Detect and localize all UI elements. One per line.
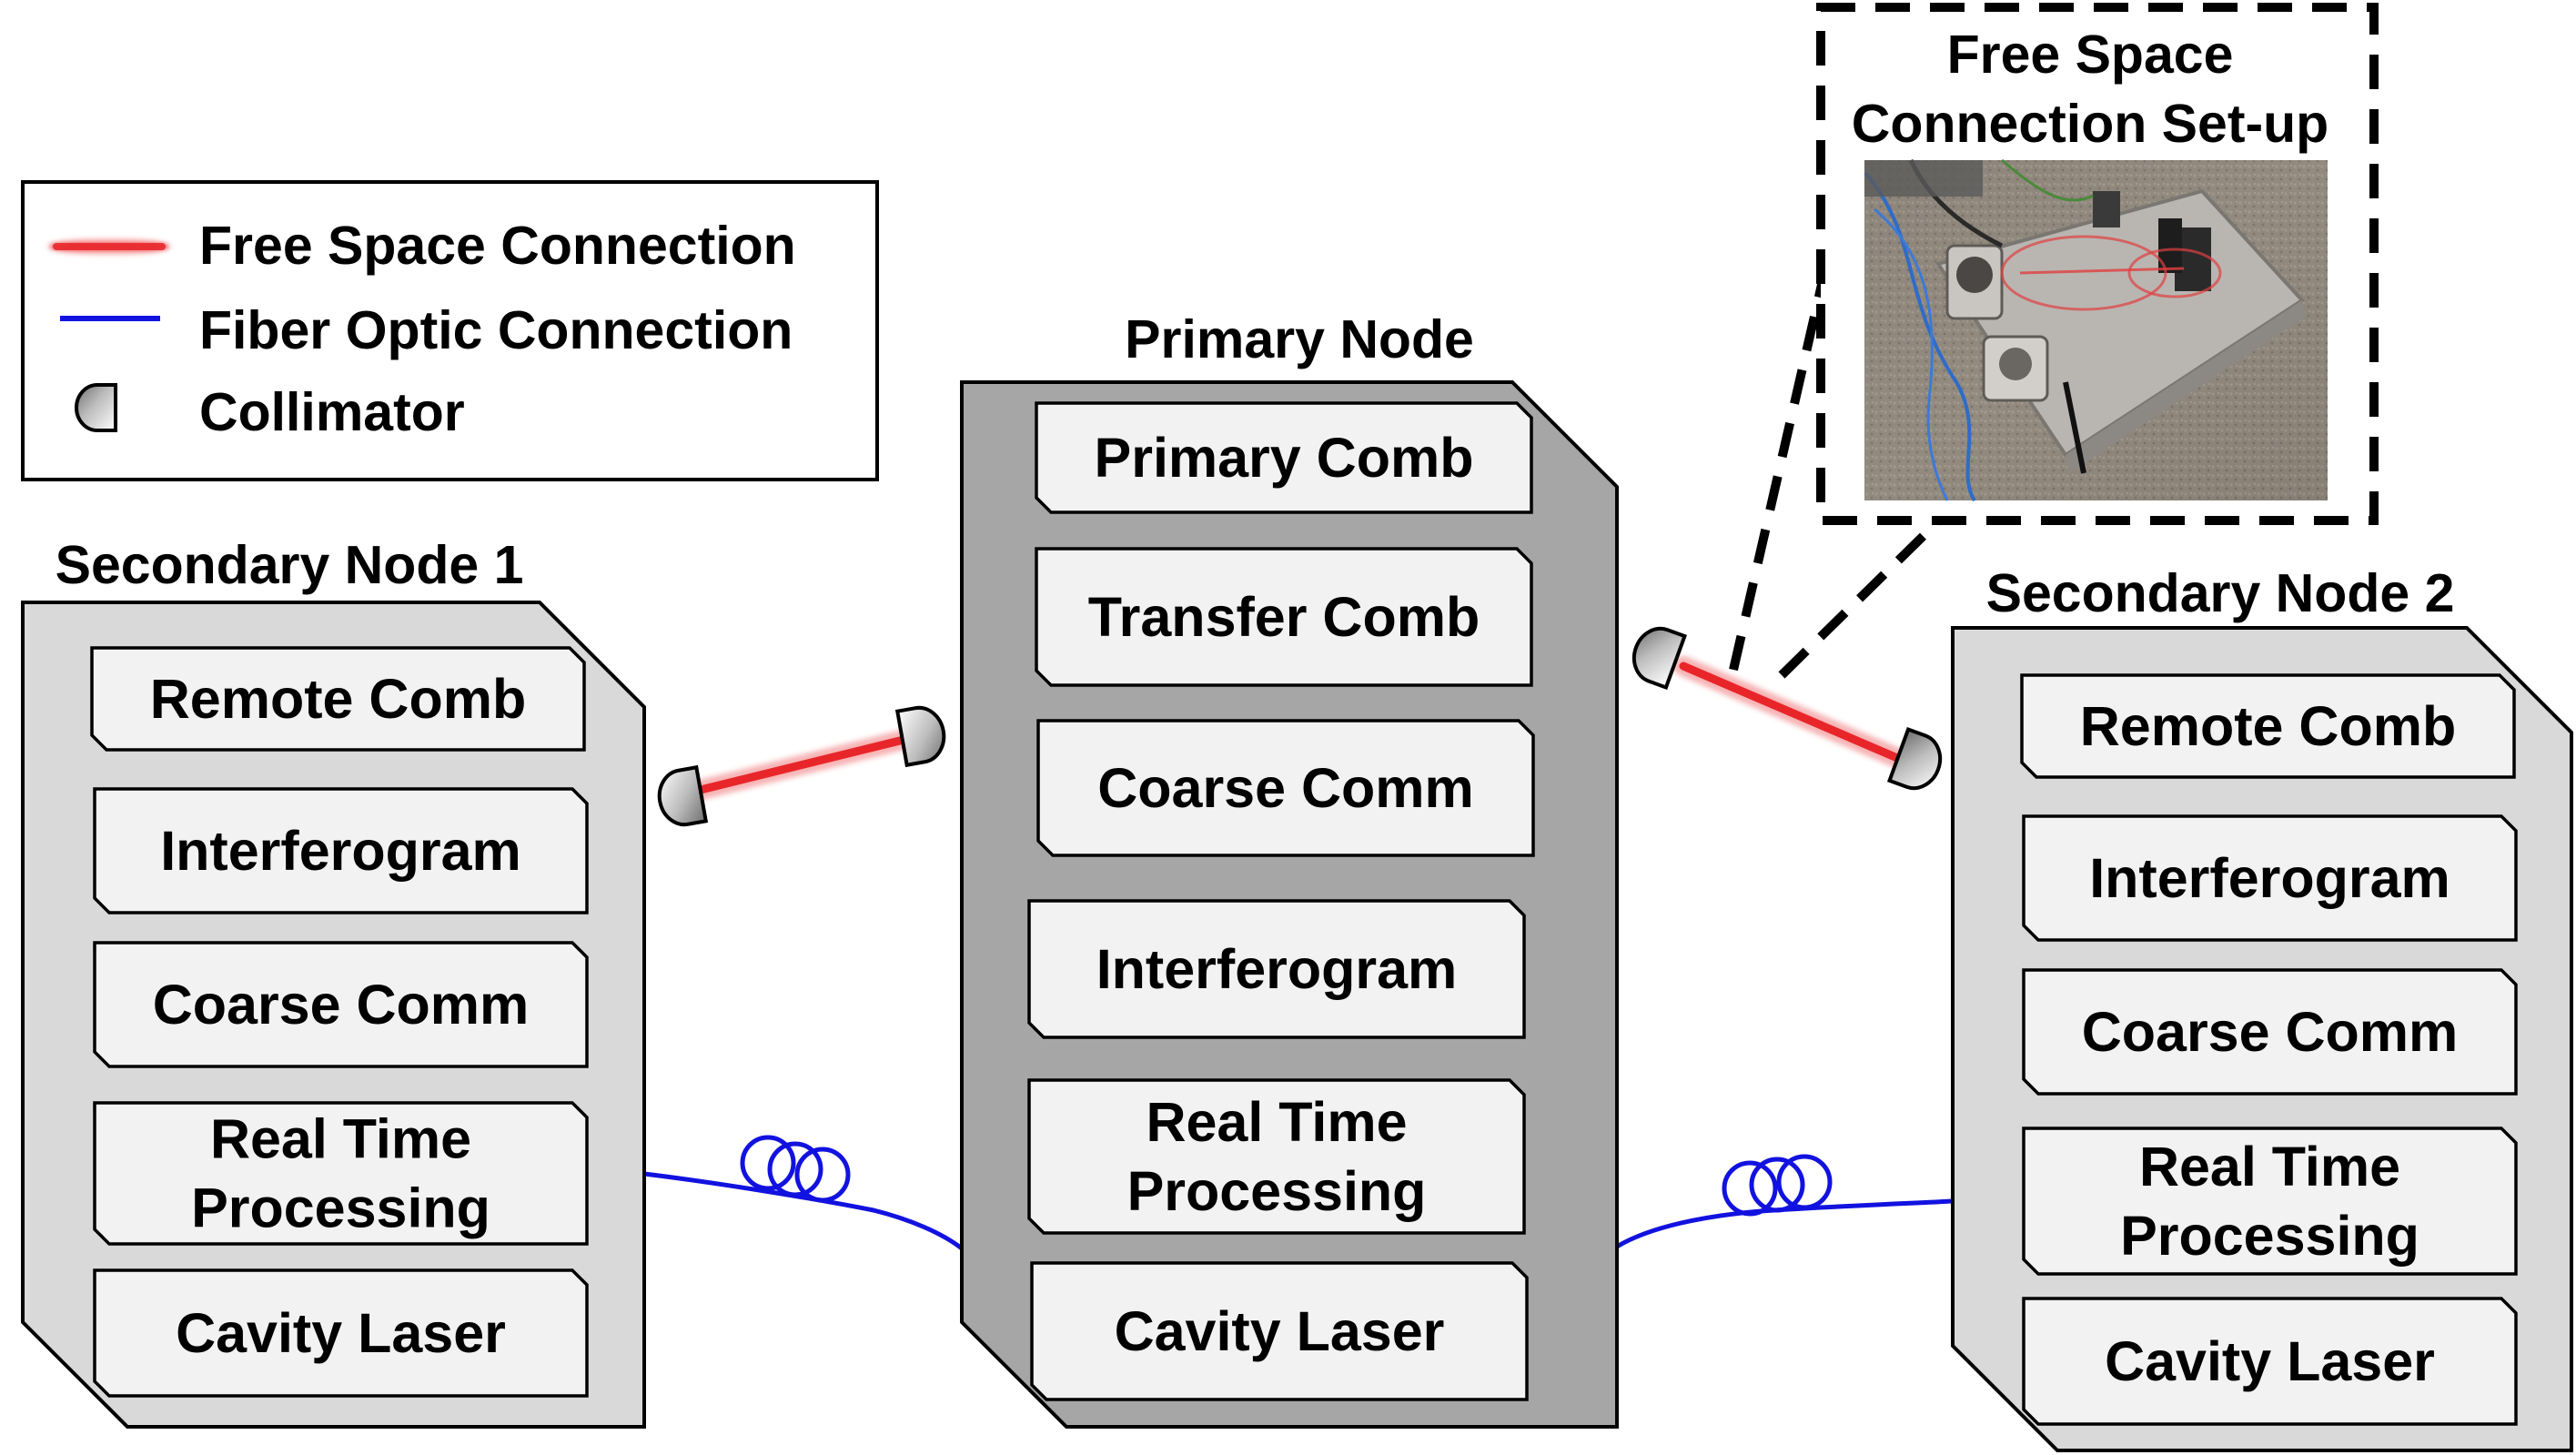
component-label: Primary Comb [1095, 427, 1474, 489]
component-label: Processing [191, 1177, 490, 1239]
component-label: Transfer Comb [1088, 586, 1480, 648]
component-box-cavity-laser: Cavity Laser [1030, 1261, 1529, 1401]
fiber-connection-left [643, 1135, 964, 1250]
legend-fiber-label: Fiber Optic Connection [199, 300, 793, 360]
component-label: Cavity Laser [2105, 1330, 2435, 1392]
component-box-transfer-comb: Transfer Comb [1035, 547, 1533, 687]
component-label: Remote Comb [2080, 695, 2456, 757]
component-label: Cavity Laser [1115, 1300, 1445, 1362]
component-box-remote-comb: Remote Comb [2020, 673, 2516, 779]
component-box-cavity-laser: Cavity Laser [93, 1268, 589, 1398]
node-title: Primary Node [1125, 309, 1474, 369]
collimator-icon [1631, 626, 1688, 691]
component-box-coarse-comm: Coarse Comm [93, 941, 589, 1068]
component-box-remote-comb: Remote Comb [90, 646, 586, 752]
component-box-coarse-comm: Coarse Comm [1036, 719, 1535, 857]
component-box-coarse-comm: Coarse Comm [2022, 968, 2518, 1096]
component-label: Processing [1127, 1160, 1427, 1222]
legend-free-space-swatch [49, 238, 169, 255]
inset-panel: Free Space Connection Set-up [1816, 3, 2379, 525]
component-box-interferogram: Interferogram [93, 787, 589, 914]
collimator-icon [657, 764, 709, 827]
component-box-interferogram: Interferogram [2022, 814, 2518, 942]
free-space-beam-left [691, 730, 914, 800]
component-box-interferogram: Interferogram [1027, 899, 1526, 1039]
fiber-connection-right [1615, 1154, 1954, 1249]
component-label: Interferogram [160, 820, 521, 882]
node-title: Secondary Node 2 [1986, 563, 2455, 623]
component-label: Real Time [1146, 1091, 1407, 1153]
legend-free-space-label: Free Space Connection [199, 216, 796, 276]
component-label: Cavity Laser [176, 1302, 506, 1364]
secondary-node-1: Secondary Node 1 Remote CombInterferogram… [21, 535, 646, 1429]
legend: Free Space Connection Fiber Optic Connec… [21, 180, 879, 481]
inset-callout-lines [1729, 231, 1946, 679]
setup-photo [1864, 158, 2328, 502]
component-label: Coarse Comm [153, 974, 530, 1036]
component-label: Real Time [2139, 1136, 2400, 1197]
collimator-icon [75, 383, 117, 432]
component-label: Coarse Comm [2082, 1001, 2459, 1063]
component-label: Remote Comb [150, 668, 526, 730]
inset-title-line2: Connection Set-up [1852, 94, 2329, 154]
collimator-icon [894, 705, 946, 768]
component-box-primary-comb: Primary Comb [1035, 401, 1533, 514]
legend-collimator-label: Collimator [199, 382, 465, 442]
component-label: Real Time [210, 1108, 471, 1170]
component-box-cavity-laser: Cavity Laser [2022, 1297, 2518, 1426]
component-label: Coarse Comm [1097, 757, 1474, 819]
component-label: Interferogram [2089, 847, 2450, 909]
free-space-beam-right [1673, 656, 1907, 768]
secondary-node-2: Secondary Node 2 Remote CombInterferogram… [1951, 563, 2573, 1452]
node-title: Secondary Node 1 [56, 535, 524, 595]
collimator-icon [1886, 726, 1943, 791]
inset-title-line1: Free Space [1947, 25, 2234, 85]
component-label: Processing [2120, 1205, 2419, 1267]
component-label: Interferogram [1096, 938, 1458, 1000]
